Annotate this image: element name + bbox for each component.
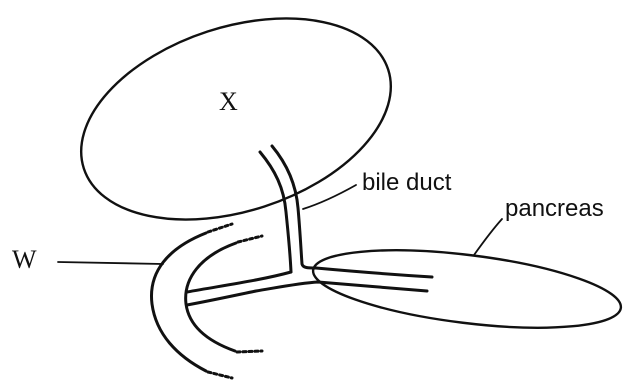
duodenum-inner-wall-dotted-bottom xyxy=(235,349,264,354)
label-bile-duct: bile duct xyxy=(362,169,452,196)
leader-line-pancreas xyxy=(473,218,503,256)
pancreas-outline xyxy=(311,249,623,329)
label-w: W xyxy=(12,245,37,274)
pancreatic-duct-lower-wall xyxy=(185,280,429,307)
leader-line-w xyxy=(57,261,164,265)
duodenum-outer-wall-dotted-bottom xyxy=(206,370,234,380)
organ-x-outline xyxy=(79,17,393,221)
duodenum-inner-wall xyxy=(184,241,238,353)
label-x: X xyxy=(219,87,238,116)
leader-line-bile-duct xyxy=(302,184,357,210)
bile-duct-right-wall xyxy=(270,144,318,270)
duodenum-outer-wall xyxy=(150,231,208,373)
common-duct-upper-wall xyxy=(185,270,293,294)
pancreatic-duct-upper-wall xyxy=(314,266,434,279)
duodenum-outer-wall-dotted-top xyxy=(206,222,234,234)
duodenum-inner-wall-dotted-top xyxy=(236,234,264,244)
label-pancreas: pancreas xyxy=(505,195,604,222)
bile-duct-left-wall xyxy=(258,150,293,274)
